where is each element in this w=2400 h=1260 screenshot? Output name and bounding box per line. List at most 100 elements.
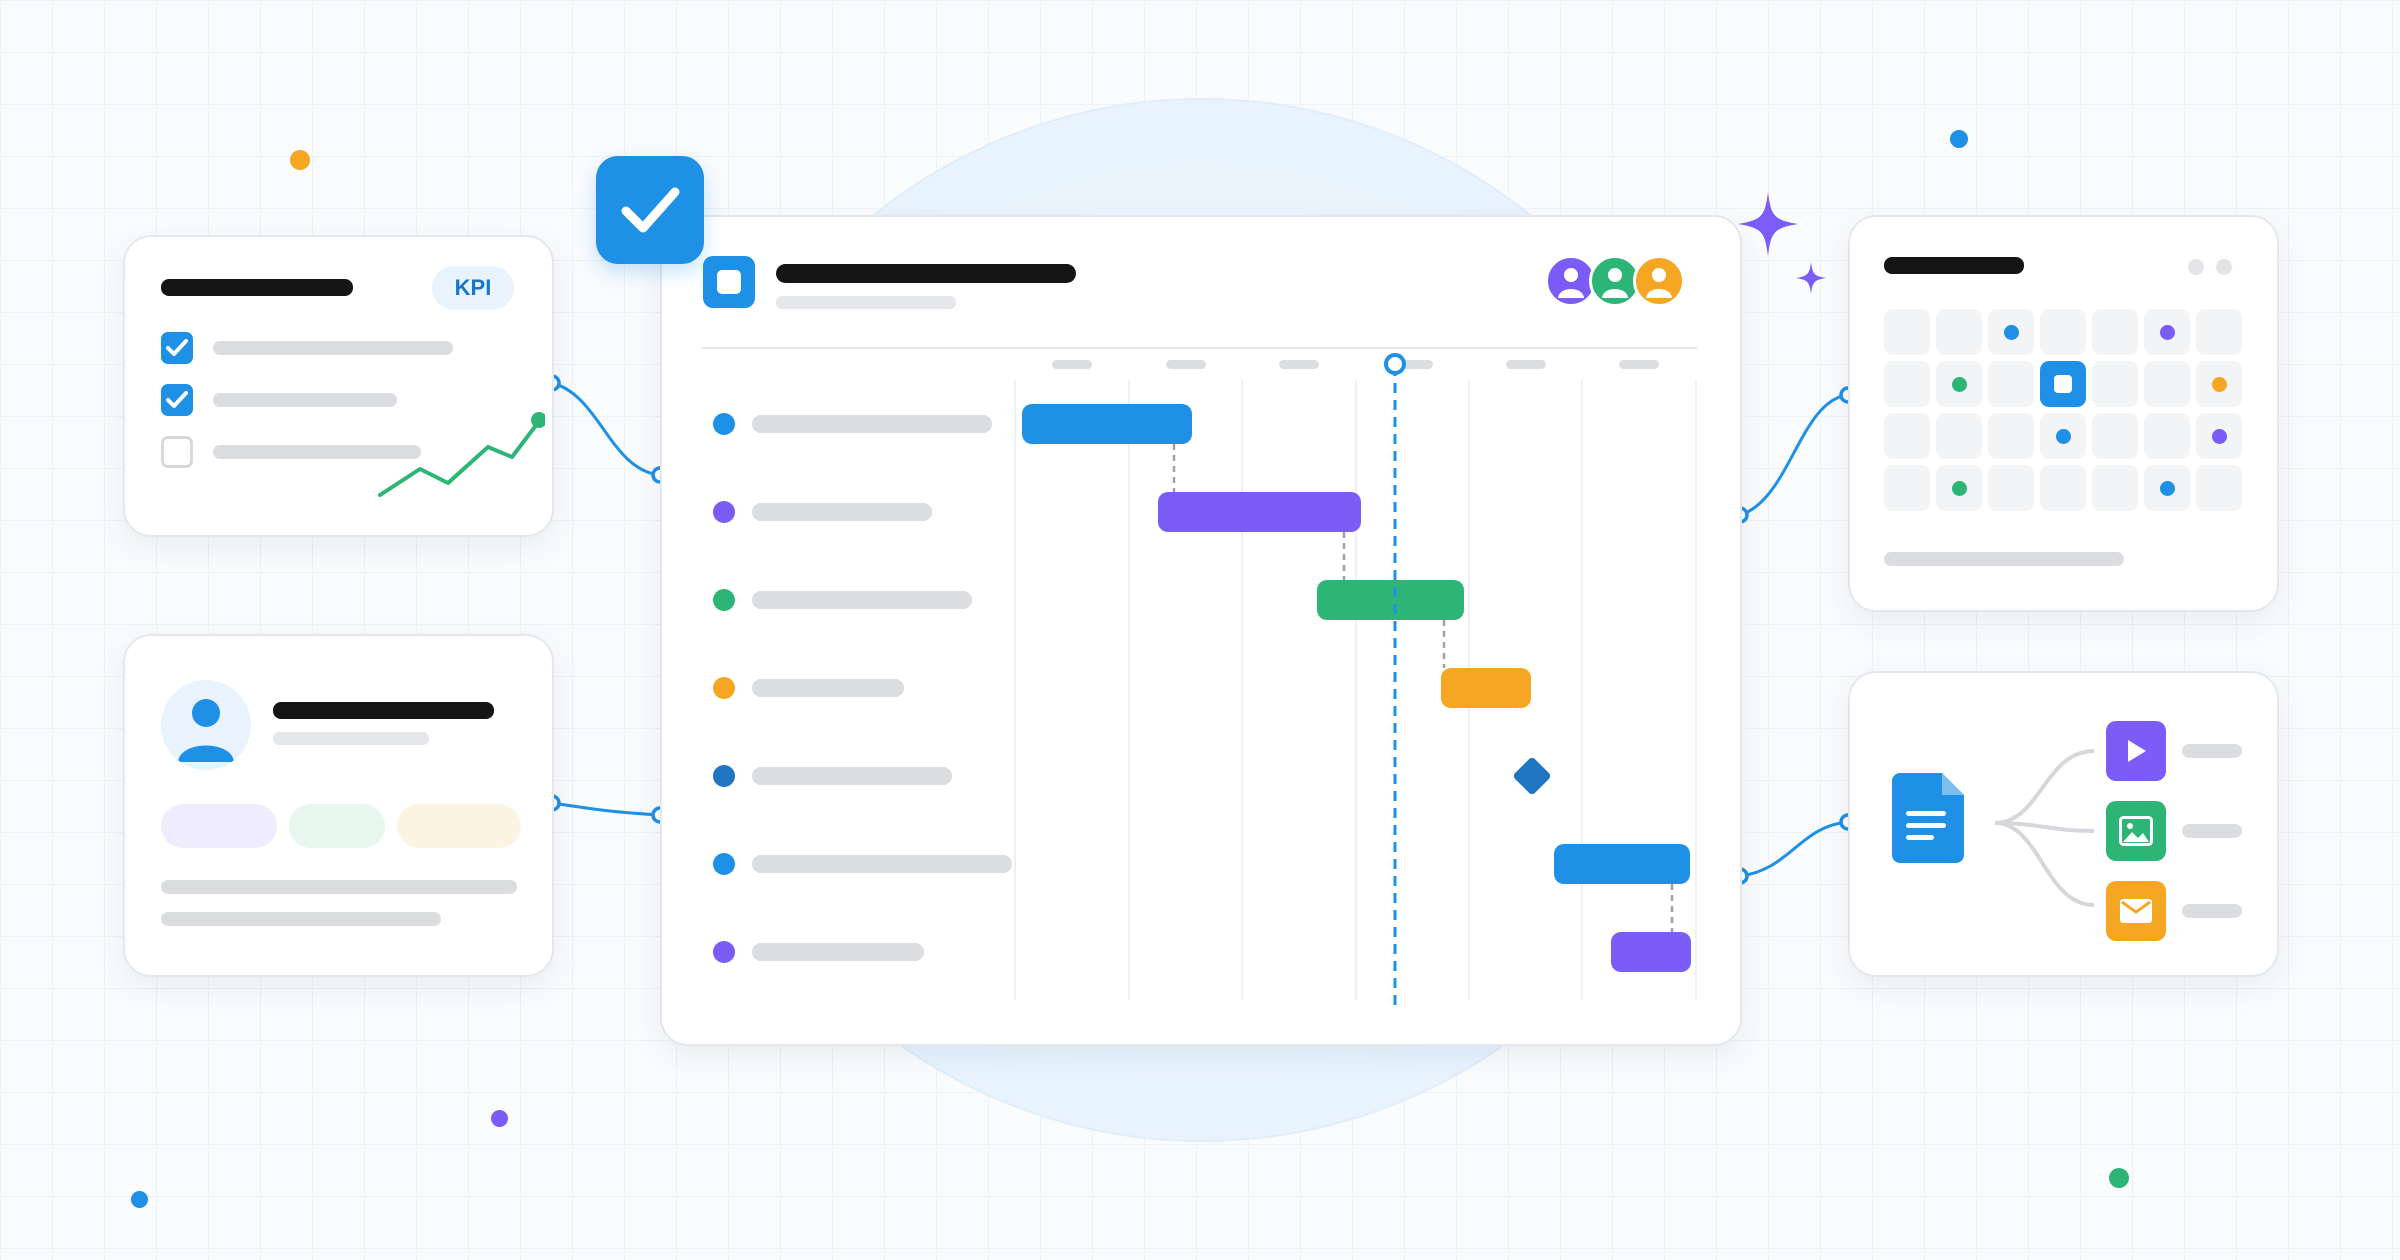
window-dot bbox=[2188, 259, 2204, 275]
calendar-footer-line bbox=[1884, 552, 2124, 566]
image-item[interactable] bbox=[2106, 801, 2166, 861]
tag-chip-purple[interactable] bbox=[161, 804, 277, 848]
calendar-cell[interactable] bbox=[2092, 413, 2138, 459]
decor-dot-blue bbox=[1950, 130, 1968, 148]
event-dot bbox=[1952, 377, 1967, 392]
task-checkbox-3[interactable] bbox=[161, 436, 193, 468]
event-dot bbox=[2160, 325, 2175, 340]
video-item[interactable] bbox=[2106, 721, 2166, 781]
task-row-dot bbox=[713, 677, 735, 699]
timeline-tick bbox=[1279, 360, 1319, 369]
task-row-dot bbox=[713, 413, 735, 435]
event-dot bbox=[2212, 377, 2227, 392]
task-row-label bbox=[752, 855, 1012, 873]
task-label-3 bbox=[213, 445, 421, 459]
image-icon bbox=[2119, 816, 2153, 846]
calendar-cell[interactable] bbox=[2196, 309, 2242, 355]
gantt-bar-2[interactable] bbox=[1158, 492, 1361, 532]
play-icon bbox=[2128, 740, 2146, 762]
document-icon bbox=[1892, 773, 1964, 863]
mail-label bbox=[2182, 904, 2242, 918]
trend-line bbox=[378, 412, 545, 497]
event-dot bbox=[2004, 325, 2019, 340]
calendar-cell-selected[interactable] bbox=[2040, 361, 2086, 407]
avatar bbox=[161, 680, 251, 770]
task-row-dot bbox=[713, 501, 735, 523]
grid-line bbox=[1014, 380, 1016, 1000]
calendar-cell[interactable] bbox=[2144, 361, 2190, 407]
task-label-1 bbox=[213, 341, 453, 355]
profile-card bbox=[123, 634, 554, 977]
task-checkbox-1[interactable] bbox=[161, 332, 193, 364]
calendar-cell[interactable] bbox=[2092, 309, 2138, 355]
calendar-cell[interactable] bbox=[2040, 309, 2086, 355]
calendar-cell[interactable] bbox=[1884, 413, 1930, 459]
gantt-bar-7[interactable] bbox=[1611, 932, 1691, 972]
task-checkbox-2[interactable] bbox=[161, 384, 193, 416]
timeline-tick bbox=[1393, 360, 1433, 369]
calendar-cell[interactable] bbox=[1988, 465, 2034, 511]
task-row-dot bbox=[713, 853, 735, 875]
profile-line-1 bbox=[161, 880, 517, 894]
decor-dot-orange bbox=[290, 150, 310, 170]
avatar-orange[interactable] bbox=[1633, 255, 1685, 307]
calendar-cell[interactable] bbox=[1884, 361, 1930, 407]
calendar-cell[interactable] bbox=[1884, 465, 1930, 511]
grid-line bbox=[1581, 380, 1583, 1000]
task-row-dot bbox=[713, 589, 735, 611]
calendar-cell[interactable] bbox=[2040, 465, 2086, 511]
gantt-divider bbox=[702, 347, 1697, 349]
decor-dot-green bbox=[2109, 1168, 2129, 1188]
calendar-cell[interactable] bbox=[1936, 309, 1982, 355]
tag-chip-green[interactable] bbox=[289, 804, 385, 848]
calendar-cell[interactable] bbox=[2092, 361, 2138, 407]
grid-line bbox=[1695, 380, 1697, 1000]
event-dot bbox=[2212, 429, 2227, 444]
window-dot bbox=[2216, 259, 2232, 275]
gantt-bar-3[interactable] bbox=[1317, 580, 1464, 620]
app-logo-icon bbox=[703, 256, 755, 308]
gantt-bar-1[interactable] bbox=[1022, 404, 1192, 444]
kpi-badge: KPI bbox=[432, 266, 514, 310]
timeline-tick bbox=[1619, 360, 1659, 369]
sparkle-icon bbox=[1738, 192, 1798, 256]
event-dot bbox=[1952, 481, 1967, 496]
tag-chip-orange[interactable] bbox=[397, 804, 521, 848]
task-row-label bbox=[752, 415, 992, 433]
branch-lines bbox=[1994, 749, 2095, 907]
calendar-cell[interactable] bbox=[2092, 465, 2138, 511]
timeline-tick bbox=[1506, 360, 1546, 369]
task-row-label bbox=[752, 767, 952, 785]
gantt-subtitle bbox=[776, 296, 956, 309]
profile-name bbox=[273, 702, 494, 719]
calendar-cell[interactable] bbox=[1936, 413, 1982, 459]
kpi-card-title bbox=[161, 279, 353, 296]
avatar-purple[interactable] bbox=[1545, 255, 1597, 307]
image-label bbox=[2182, 824, 2242, 838]
video-label bbox=[2182, 744, 2242, 758]
mail-item[interactable] bbox=[2106, 881, 2166, 941]
task-row-dot bbox=[713, 765, 735, 787]
calendar-cell[interactable] bbox=[1988, 413, 2034, 459]
event-dot bbox=[2056, 429, 2071, 444]
calendar-title bbox=[1884, 257, 2024, 274]
profile-line-2 bbox=[161, 912, 441, 926]
grid-line bbox=[1241, 380, 1243, 1000]
calendar-cell[interactable] bbox=[1884, 309, 1930, 355]
calendar-cell[interactable] bbox=[2144, 413, 2190, 459]
kpi-card: KPI bbox=[123, 235, 554, 537]
profile-subtitle bbox=[273, 732, 429, 745]
task-label-2 bbox=[213, 393, 397, 407]
task-row-label bbox=[752, 503, 932, 521]
decor-dot-blue-bottom bbox=[131, 1191, 148, 1208]
calendar-cell[interactable] bbox=[2196, 465, 2242, 511]
gantt-bar-4[interactable] bbox=[1441, 668, 1531, 708]
task-row-label bbox=[752, 679, 904, 697]
today-marker[interactable] bbox=[1378, 350, 1412, 1010]
gantt-bar-6[interactable] bbox=[1554, 844, 1690, 884]
calendar-card bbox=[1848, 215, 2279, 612]
calendar-cell[interactable] bbox=[1988, 361, 2034, 407]
gantt-card bbox=[660, 215, 1742, 1046]
media-card bbox=[1848, 671, 2279, 977]
